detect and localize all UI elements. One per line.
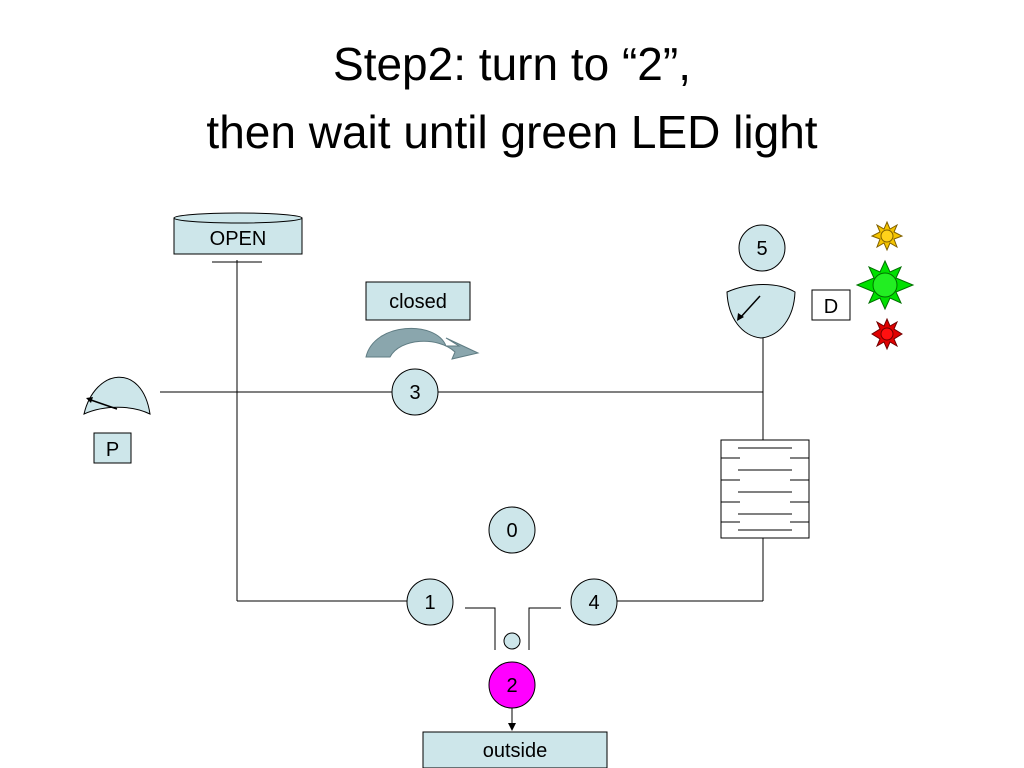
node-1[interactable]: 1 bbox=[406, 578, 454, 626]
node-5[interactable]: 5 bbox=[738, 224, 786, 272]
closed-text: closed bbox=[389, 291, 447, 313]
closed-label: closed bbox=[365, 281, 471, 321]
node-5-label: 5 bbox=[756, 238, 767, 260]
red-led-icon bbox=[871, 317, 903, 351]
pointer-dot bbox=[503, 632, 521, 650]
open-text: OPEN bbox=[210, 228, 267, 250]
title-line-2: then wait until green LED light bbox=[206, 106, 818, 158]
node-0-label: 0 bbox=[506, 520, 517, 542]
open-label: OPEN bbox=[173, 212, 303, 255]
node-4[interactable]: 4 bbox=[570, 578, 618, 626]
node-0[interactable]: 0 bbox=[488, 506, 536, 554]
d-label: D bbox=[811, 289, 851, 321]
outside-text: outside bbox=[483, 740, 548, 762]
knob-d[interactable] bbox=[726, 284, 796, 339]
wire-slot-left bbox=[465, 607, 496, 650]
node-3[interactable]: 3 bbox=[391, 368, 439, 416]
title-line-1: Step2: turn to “2”, bbox=[333, 38, 691, 90]
green-led-icon bbox=[855, 259, 915, 311]
knob-p[interactable] bbox=[83, 376, 151, 415]
outside-label: outside bbox=[422, 731, 608, 768]
wire-slot-right bbox=[528, 607, 561, 650]
d-text: D bbox=[824, 296, 838, 318]
curved-arrow-icon bbox=[365, 327, 480, 360]
yellow-led-icon bbox=[870, 220, 904, 252]
arrow-head-outside bbox=[508, 723, 516, 731]
p-text: P bbox=[106, 439, 119, 461]
node-3-label: 3 bbox=[409, 382, 420, 404]
wires bbox=[160, 260, 764, 731]
p-label: P bbox=[93, 432, 132, 464]
node-2-active[interactable]: 2 bbox=[488, 661, 536, 709]
node-1-label: 1 bbox=[424, 592, 435, 614]
document-stack bbox=[720, 439, 810, 539]
node-4-label: 4 bbox=[588, 592, 599, 614]
node-2-label: 2 bbox=[506, 675, 517, 697]
